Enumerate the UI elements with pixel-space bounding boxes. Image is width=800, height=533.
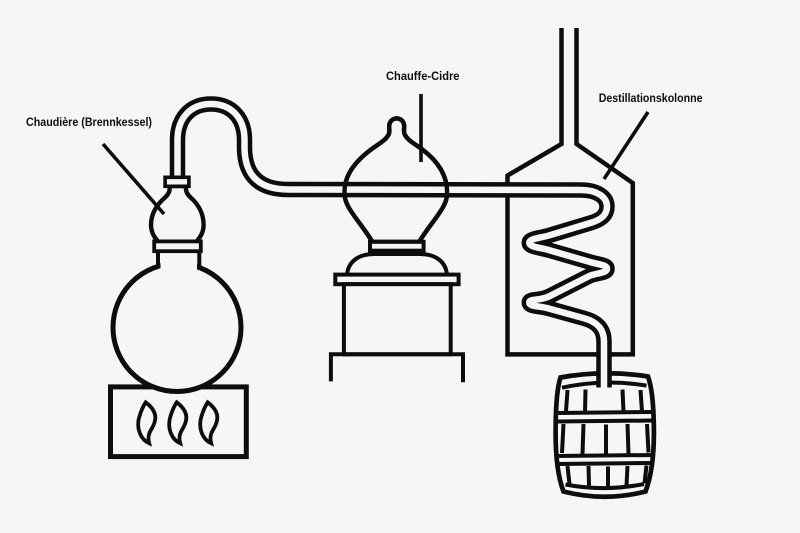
svg-text:Destillationskolonne: Destillationskolonne — [599, 91, 703, 105]
svg-text:Chaudière (Brennkessel): Chaudière (Brennkessel) — [26, 115, 152, 129]
svg-text:Chauffe-Cidre: Chauffe-Cidre — [386, 69, 460, 83]
